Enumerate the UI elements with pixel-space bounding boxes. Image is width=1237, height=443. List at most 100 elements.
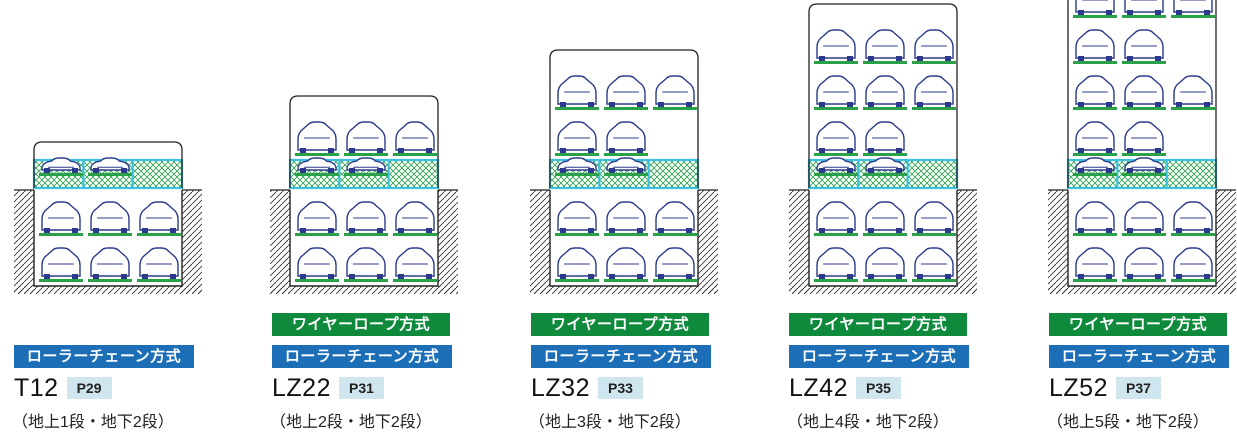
car-icon — [344, 247, 388, 282]
upper-housing — [289, 95, 439, 188]
car-icon — [39, 247, 83, 282]
car-icon — [1122, 157, 1166, 176]
car-icon — [393, 247, 437, 282]
car-icon — [1171, 0, 1215, 18]
level-description: （地上3段・地下2段） — [529, 414, 691, 431]
basement-wall — [289, 190, 439, 287]
car-icon — [604, 75, 648, 110]
car-icon — [1122, 201, 1166, 236]
car-icon — [1073, 0, 1117, 18]
wire-rope-badge: ワイヤーロープ方式 — [531, 313, 709, 336]
wire-rope-badge: ワイヤーロープ方式 — [272, 313, 450, 336]
model-name: LZ52 — [1049, 374, 1108, 402]
model-title: LZ52 P37 — [1049, 375, 1161, 401]
parking-unit-lz22 — [270, 95, 458, 294]
car-icon — [393, 201, 437, 236]
upper-housing — [33, 141, 183, 188]
car-icon — [653, 201, 697, 236]
car-icon — [863, 247, 907, 282]
car-icon — [344, 201, 388, 236]
car-icon — [863, 29, 907, 64]
model-name: LZ32 — [531, 374, 590, 402]
level-description: （地上5段・地下2段） — [1047, 414, 1209, 431]
car-icon — [863, 121, 907, 156]
car-icon — [555, 121, 599, 156]
car-icon — [88, 247, 132, 282]
model-title: LZ22 P31 — [272, 375, 384, 401]
car-icon — [555, 157, 599, 176]
car-icon — [912, 201, 956, 236]
level-description: （地上1段・地下2段） — [12, 414, 174, 431]
car-icon — [863, 201, 907, 236]
car-icon — [604, 247, 648, 282]
car-icon — [295, 247, 339, 282]
basement-wall — [1067, 190, 1217, 287]
car-icon — [39, 201, 83, 236]
ground-hatch — [270, 190, 458, 294]
car-icon — [863, 157, 907, 176]
car-icon — [604, 157, 648, 176]
car-icon — [1171, 75, 1215, 110]
car-icon — [1122, 247, 1166, 282]
car-icon — [912, 247, 956, 282]
car-icon — [88, 157, 132, 176]
car-icon — [604, 201, 648, 236]
car-icon — [814, 75, 858, 110]
page-reference: P33 — [597, 377, 643, 399]
basement-wall — [33, 190, 183, 287]
basement-wall — [808, 190, 958, 287]
wire-rope-badge: ワイヤーロープ方式 — [1049, 313, 1227, 336]
car-icon — [295, 121, 339, 156]
page-reference: P37 — [1115, 377, 1161, 399]
car-icon — [653, 75, 697, 110]
model-title: T12 P29 — [14, 375, 112, 401]
ground-hatch — [530, 190, 718, 294]
parking-unit-lz52 — [1048, 0, 1236, 294]
car-icon — [1073, 121, 1117, 156]
level-description: （地上2段・地下2段） — [270, 414, 432, 431]
roller-chain-badge: ローラーチェーン方式 — [1049, 345, 1229, 368]
car-icon — [88, 201, 132, 236]
roller-chain-badge: ローラーチェーン方式 — [272, 345, 452, 368]
upper-housing — [808, 3, 958, 188]
model-title: LZ42 P35 — [789, 375, 901, 401]
model-name: LZ22 — [272, 374, 331, 402]
level-description: （地上4段・地下2段） — [787, 414, 949, 431]
car-icon — [912, 75, 956, 110]
model-name: LZ42 — [789, 374, 848, 402]
car-icon — [1073, 29, 1117, 64]
page-reference: P35 — [855, 377, 901, 399]
car-icon — [1073, 247, 1117, 282]
parking-unit-lz32 — [530, 49, 718, 294]
car-icon — [137, 247, 181, 282]
car-icon — [814, 29, 858, 64]
car-icon — [555, 247, 599, 282]
car-icon — [1073, 201, 1117, 236]
car-icon — [344, 157, 388, 176]
car-icon — [814, 121, 858, 156]
car-icon — [814, 157, 858, 176]
car-icon — [555, 201, 599, 236]
parking-unit-lz42 — [789, 3, 977, 294]
model-name: T12 — [14, 374, 59, 402]
car-icon — [1122, 121, 1166, 156]
parking-unit-t12 — [14, 141, 202, 294]
model-title: LZ32 P33 — [531, 375, 643, 401]
roller-chain-badge: ローラーチェーン方式 — [789, 345, 969, 368]
car-icon — [653, 247, 697, 282]
car-icon — [393, 121, 437, 156]
car-icon — [555, 75, 599, 110]
car-icon — [137, 201, 181, 236]
car-icon — [814, 247, 858, 282]
page-reference: P29 — [66, 377, 112, 399]
basement-wall — [549, 190, 699, 287]
car-icon — [344, 121, 388, 156]
ground-hatch — [14, 190, 202, 294]
roller-chain-badge: ローラーチェーン方式 — [531, 345, 711, 368]
page-reference: P31 — [338, 377, 384, 399]
car-icon — [1122, 75, 1166, 110]
car-icon — [604, 121, 648, 156]
car-icon — [863, 75, 907, 110]
